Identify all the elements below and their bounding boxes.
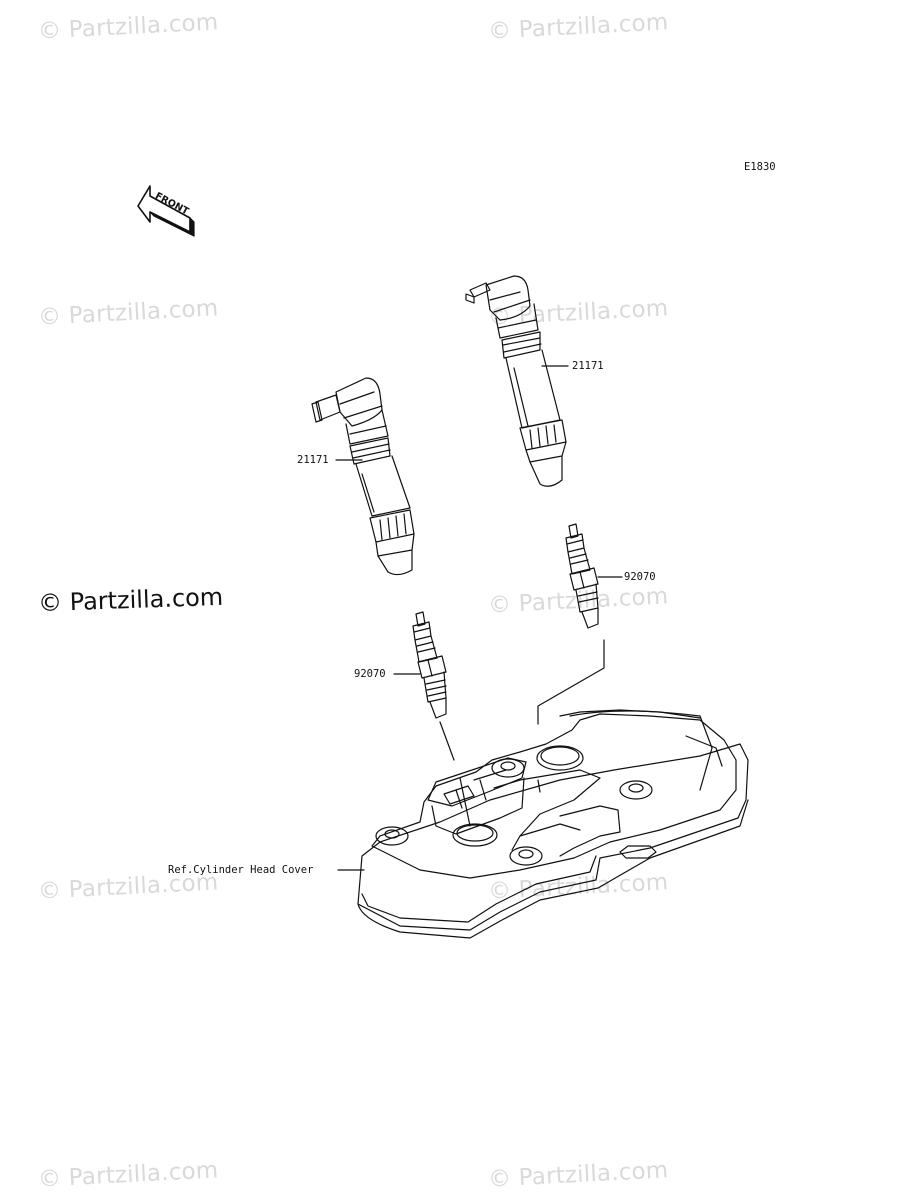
- install-line-plug-upper: [537, 639, 605, 725]
- callout-label-plug-lower[interactable]: 92070: [354, 668, 386, 680]
- ignition-coil-upper[interactable]: [465, 275, 567, 487]
- ignition-coil-lower[interactable]: [311, 377, 415, 576]
- callout-label-coil-upper[interactable]: 21171: [572, 360, 604, 372]
- callout-label-head-cover[interactable]: Ref.Cylinder Head Cover: [168, 864, 314, 876]
- install-line-plug-lower: [439, 721, 455, 761]
- cylinder-head-cover[interactable]: [357, 709, 749, 939]
- spark-plug-lower[interactable]: [412, 611, 447, 719]
- callout-label-plug-upper[interactable]: 92070: [624, 571, 656, 583]
- callout-label-coil-lower[interactable]: 21171: [297, 454, 329, 466]
- diagram-code: E1830: [744, 161, 776, 173]
- spark-plug-upper[interactable]: [565, 523, 599, 629]
- front-arrow-icon: FRONT: [137, 185, 195, 237]
- install-line-plug-lower-end: [459, 777, 471, 827]
